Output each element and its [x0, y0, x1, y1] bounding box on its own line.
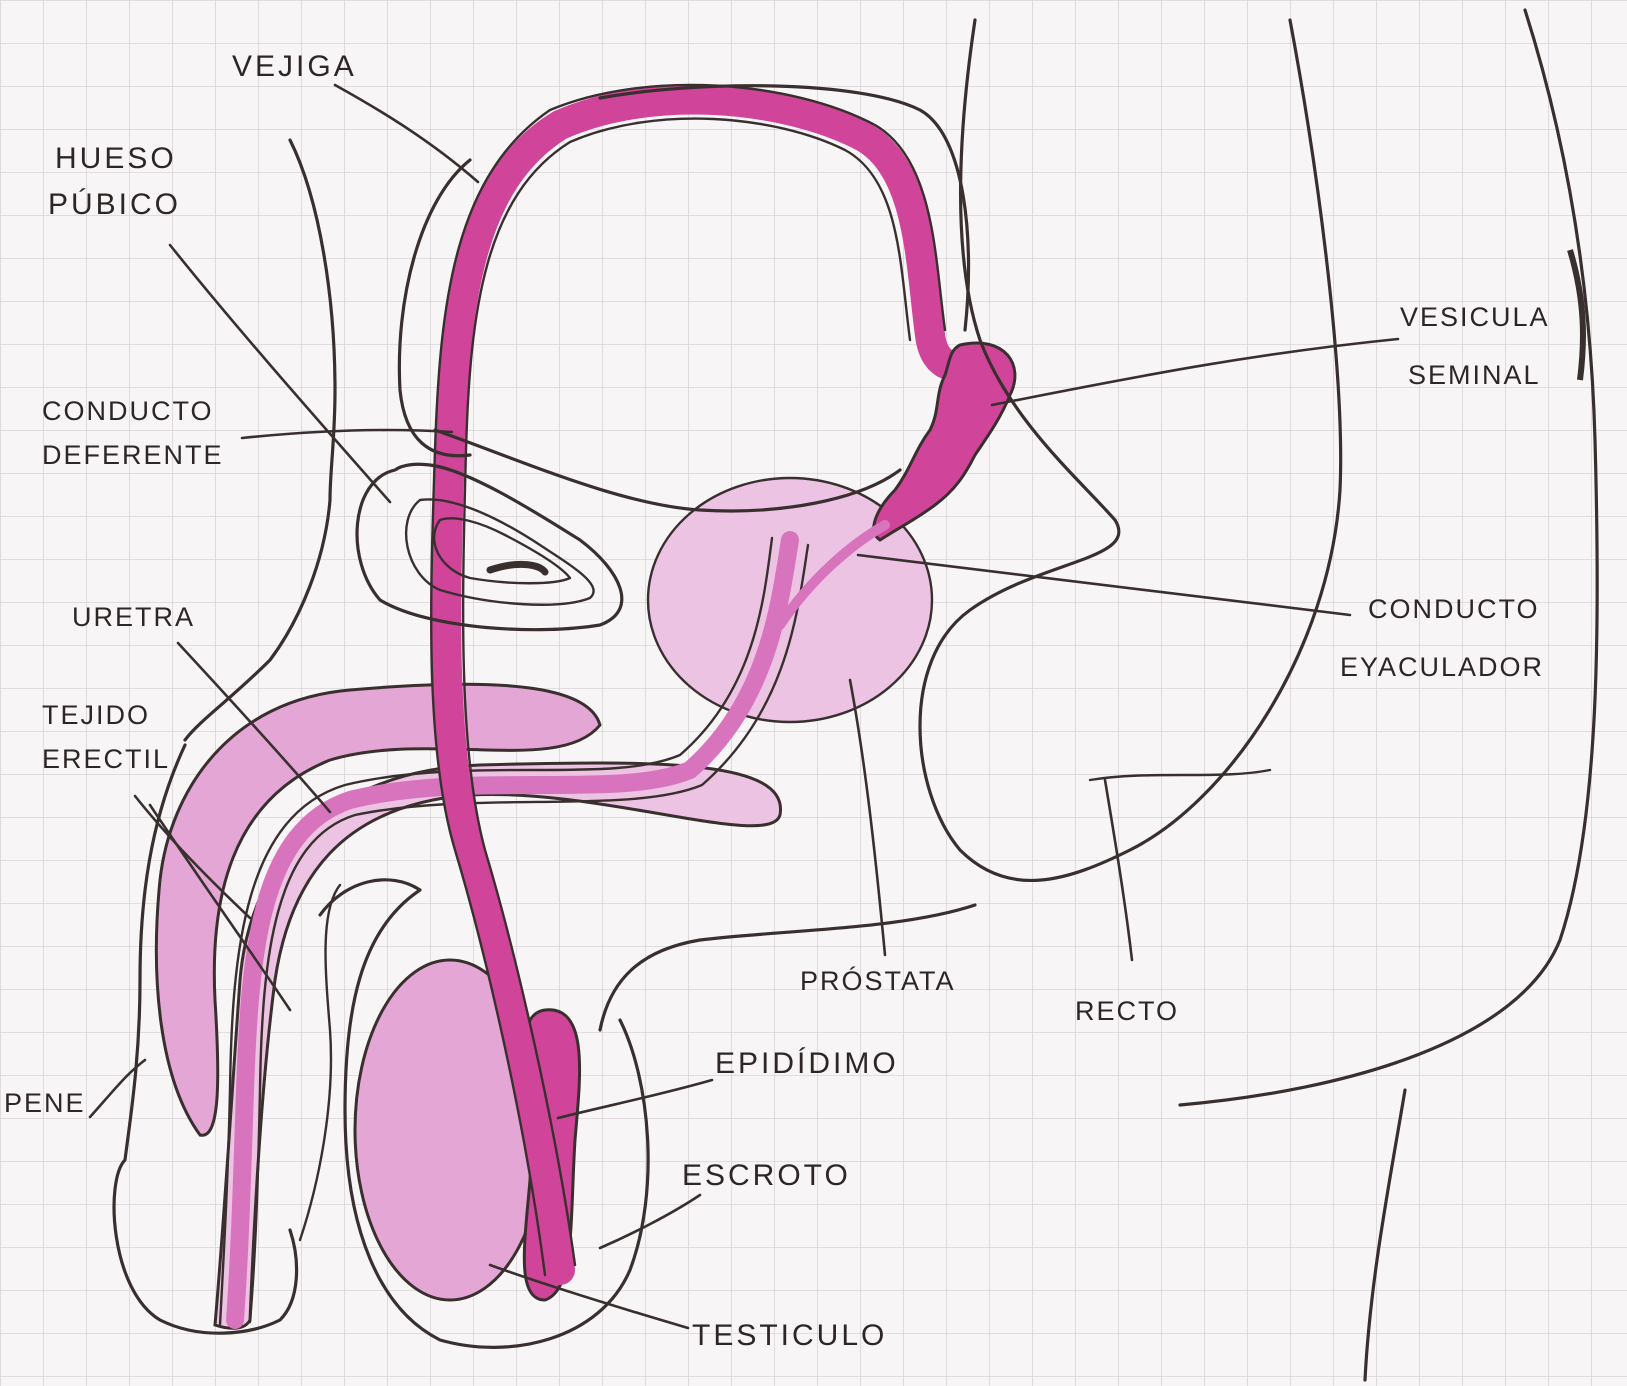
label-conducto-deferente-2: DEFERENTE [42, 440, 224, 470]
label-conducto-deferente-1: CONDUCTO [42, 396, 214, 426]
label-pene: PENE [4, 1088, 86, 1118]
label-recto: RECTO [1075, 996, 1179, 1026]
label-uretra: URETRA [72, 602, 195, 632]
label-epididimo: EPIDÍDIMO [715, 1047, 899, 1080]
label-conducto-eyaculador-1: CONDUCTO [1368, 594, 1540, 624]
label-hueso-2: PÚBICO [48, 188, 181, 221]
label-conducto-eyaculador-2: EYACULADOR [1340, 652, 1544, 682]
label-escroto: ESCROTO [682, 1159, 851, 1192]
label-vejiga: VEJIGA [232, 50, 357, 83]
label-hueso-1: HUESO [55, 142, 177, 175]
label-vesicula-2: SEMINAL [1408, 360, 1541, 390]
label-tejido-2: ERECTIL [42, 744, 170, 774]
label-tejido-1: TEJIDO [42, 700, 150, 730]
label-prostata: PRÓSTATA [800, 965, 956, 996]
label-testiculo: TESTICULO [692, 1319, 887, 1352]
label-vesicula-1: VESICULA [1400, 302, 1550, 332]
